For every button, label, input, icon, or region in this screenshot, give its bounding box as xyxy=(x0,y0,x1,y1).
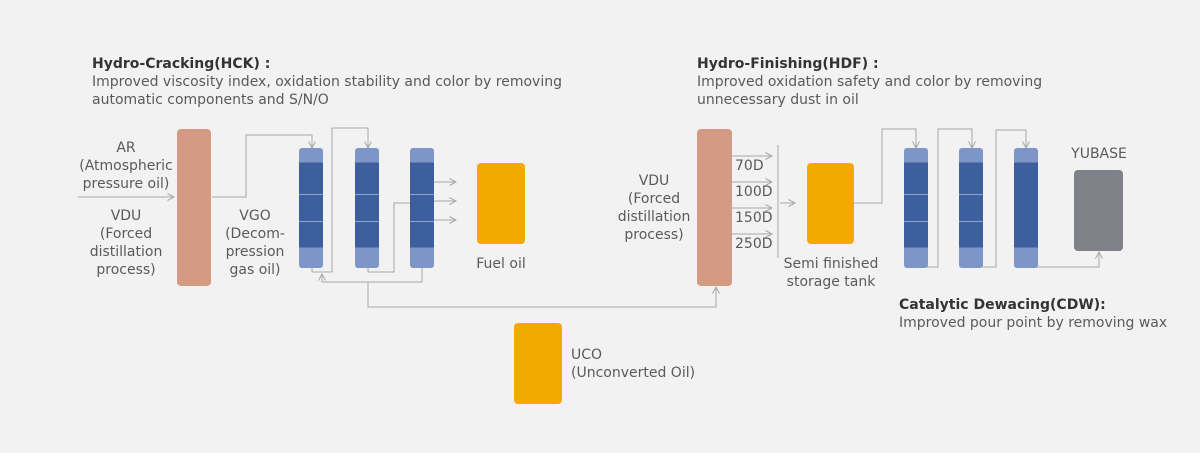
hck-reactor-1 xyxy=(299,148,323,268)
hck-feed-column xyxy=(177,129,211,286)
fuel-oil-tank xyxy=(477,163,525,244)
hdf-reactor-2 xyxy=(959,148,983,268)
uco-label-line-2: (Unconverted Oil) xyxy=(571,365,696,381)
fraction-100d: 100D xyxy=(735,184,773,200)
hck-title: Hydro-Cracking(HCK) : xyxy=(92,56,271,72)
yubase-tank xyxy=(1074,170,1123,251)
r1-r2-line xyxy=(311,127,368,273)
hck-desc-line-2: automatic components and S/N/O xyxy=(92,92,329,108)
fraction-70d: 70D xyxy=(735,158,764,174)
cdw-desc: Improved pour point by removing wax xyxy=(899,315,1168,331)
hck-reactor-3 xyxy=(410,148,434,268)
hck-desc-line-1: Improved viscosity index, oxidation stab… xyxy=(92,74,562,90)
fraction-250d: 250D xyxy=(735,236,773,252)
cdw-title: Catalytic Dewacing(CDW): xyxy=(899,297,1106,313)
r2-r3-line xyxy=(367,202,410,273)
vdu-label: VDU (Forced distillation process) xyxy=(89,208,163,278)
hdf-desc-line-2: unnecessary dust in oil xyxy=(697,92,859,108)
hdf-reactor-1 xyxy=(904,148,928,268)
uco-line xyxy=(367,282,716,308)
uco-tank xyxy=(514,323,562,404)
ar-label: AR (Atmospheric pressure oil) xyxy=(79,140,173,192)
uco-label-line-1: UCO xyxy=(571,347,603,363)
recycle-line xyxy=(322,262,423,283)
semi-finished-tank xyxy=(807,163,854,244)
vdu2-label: VDU (Forced distillation process) xyxy=(617,173,691,243)
yubase-label: YUBASE xyxy=(1071,146,1127,162)
fraction-150d: 150D xyxy=(735,210,773,226)
semi-label: Semi finished storage tank xyxy=(783,256,879,290)
hck-reactor-2 xyxy=(355,148,379,268)
vdu2-column xyxy=(697,129,732,286)
hdf-title: Hydro-Finishing(HDF) : xyxy=(697,56,879,72)
fuel-oil-label: Fuel oil xyxy=(476,256,526,272)
vgo-label: VGO (Decom- pression gas oil) xyxy=(225,208,285,278)
semi-to-r4 xyxy=(854,128,916,204)
vgo-line xyxy=(212,134,312,198)
cdw-reactor xyxy=(1014,148,1038,268)
hdf-desc-line-1: Improved oxidation safety and color by r… xyxy=(697,74,1043,90)
